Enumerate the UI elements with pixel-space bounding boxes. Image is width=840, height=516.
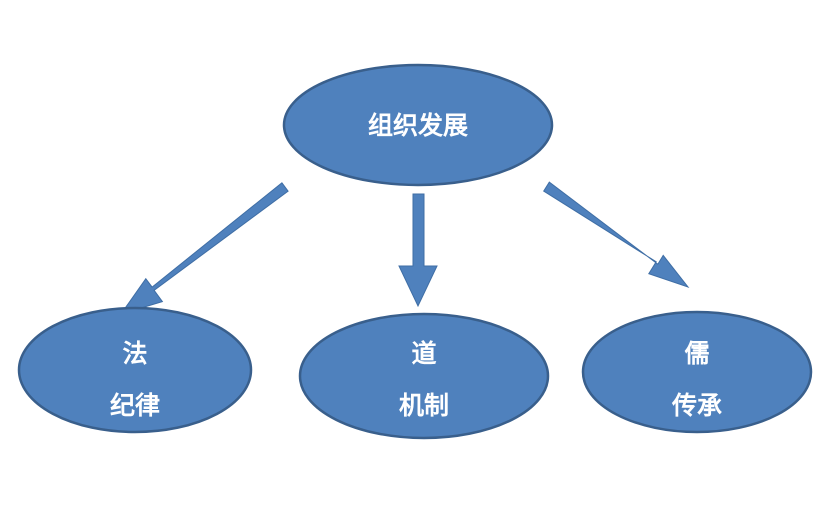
child-node-dao-line1: 道 xyxy=(411,339,436,368)
arrow-to-ru xyxy=(543,181,690,289)
child-node-ru: 儒 传承 xyxy=(581,310,813,434)
arrow-to-dao xyxy=(398,193,438,308)
root-node: 组织发展 xyxy=(282,63,554,187)
child-node-fa: 法 纪律 xyxy=(17,306,253,434)
child-node-fa-line2: 纪律 xyxy=(110,391,160,420)
child-node-dao-line2: 机制 xyxy=(399,391,449,420)
child-node-fa-line1: 法 xyxy=(122,339,147,368)
child-node-ru-line2: 传承 xyxy=(671,391,722,420)
root-node-label: 组织发展 xyxy=(368,111,468,140)
arrow-to-fa xyxy=(119,182,289,315)
child-node-ru-line1: 儒 xyxy=(684,339,709,368)
child-node-dao: 道 机制 xyxy=(298,312,550,440)
